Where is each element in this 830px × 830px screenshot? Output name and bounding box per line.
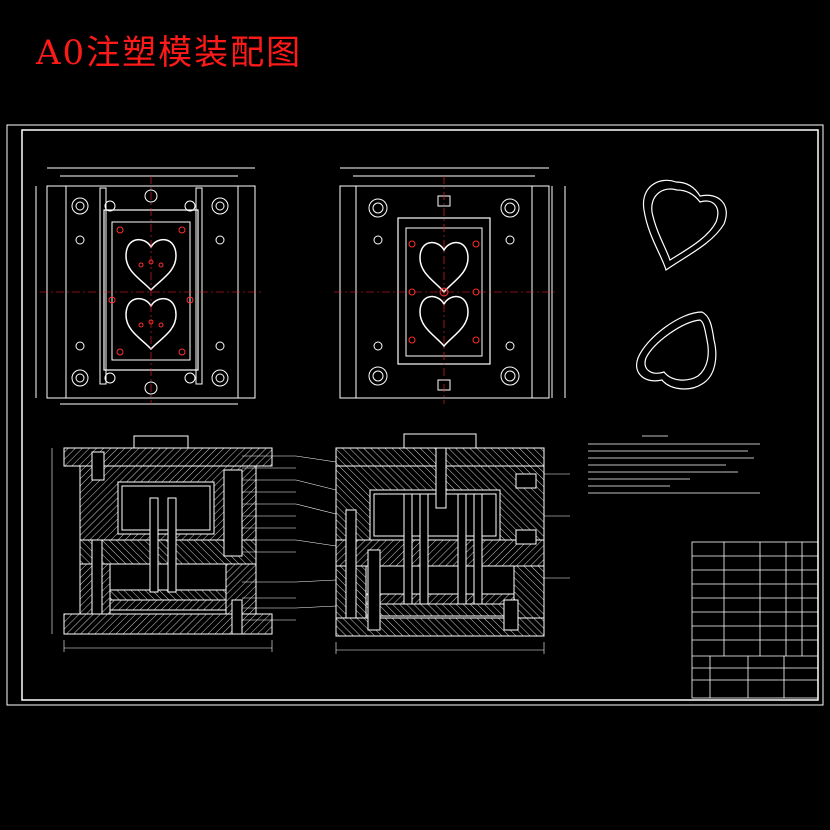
section-view-right-dims — [335, 473, 570, 654]
section-view-left — [63, 435, 273, 635]
plan-view-right — [339, 167, 566, 399]
section-view-left-dims — [51, 448, 273, 652]
part-isometric-view-top — [642, 179, 727, 271]
part-isometric-view-bottom — [636, 311, 717, 390]
section-view-right — [335, 433, 545, 637]
plan-view-left-centerlines — [40, 176, 262, 404]
drawing-border — [6, 124, 824, 706]
plan-view-right-centerlines — [334, 176, 556, 404]
technical-requirements — [588, 435, 760, 494]
page-title: A0注塑模装配图 — [36, 33, 303, 73]
plan-view-left — [35, 167, 256, 405]
part-leader-lines — [242, 455, 337, 621]
title-block — [691, 541, 819, 699]
